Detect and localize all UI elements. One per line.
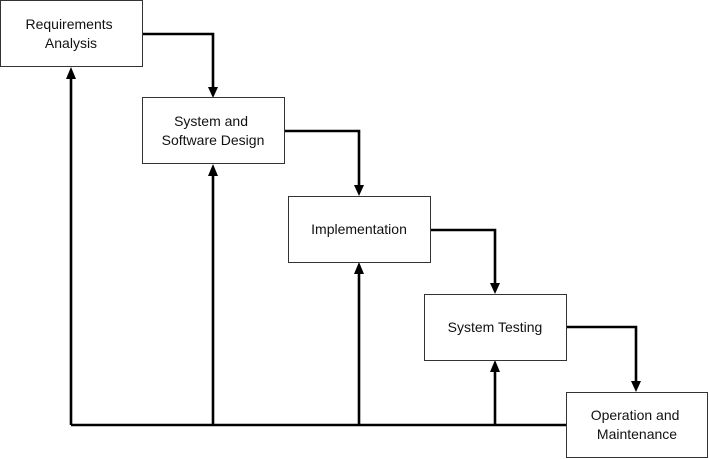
stage-implementation-box — [288, 196, 431, 263]
stage-operation-line-2: Maintenance — [597, 426, 677, 442]
stage-design-label: System and Software Design — [162, 113, 265, 148]
stage-operation-label: Operation and Maintenance — [591, 407, 684, 442]
arrow-head-testing-in — [490, 283, 500, 294]
stage-design-line-1: System and — [174, 113, 248, 129]
arrow-head-implementation-up — [354, 262, 364, 274]
arrow-head-operation-in — [631, 381, 641, 392]
stage-requirements-box — [0, 0, 143, 67]
stage-design-line-2: Software Design — [162, 132, 265, 148]
flow-testing-to-operation — [567, 325, 638, 382]
flow-design-to-implementation — [285, 129, 361, 186]
flow-implementation-to-testing — [431, 228, 497, 284]
stage-operation-box — [566, 392, 708, 458]
stage-design-box — [142, 97, 285, 164]
arrow-head-design-in — [208, 87, 218, 98]
stage-requirements: Requirements Analysis — [0, 0, 143, 67]
stage-operation: Operation and Maintenance — [566, 392, 708, 458]
stage-design: System and Software Design — [142, 97, 285, 164]
stage-testing-line-1: System Testing — [448, 319, 543, 335]
stage-operation-line-1: Operation and — [591, 407, 680, 423]
stage-testing-label: System Testing — [448, 319, 543, 335]
arrow-head-testing-up — [490, 360, 500, 372]
stage-implementation-label: Implementation — [311, 221, 407, 237]
arrow-head-design-up — [208, 164, 218, 176]
stage-implementation-line-1: Implementation — [311, 221, 407, 237]
arrow-head-implementation-in — [354, 185, 364, 196]
stage-requirements-line-1: Requirements — [25, 16, 112, 32]
stage-requirements-line-2: Analysis — [45, 35, 97, 51]
stage-implementation: Implementation — [288, 196, 431, 263]
stage-testing: System Testing — [424, 294, 567, 361]
stage-requirements-label: Requirements Analysis — [25, 16, 116, 51]
stage-testing-box — [424, 294, 567, 361]
flow-requirements-to-design — [143, 32, 215, 88]
arrow-head-requirements-up — [66, 67, 76, 79]
